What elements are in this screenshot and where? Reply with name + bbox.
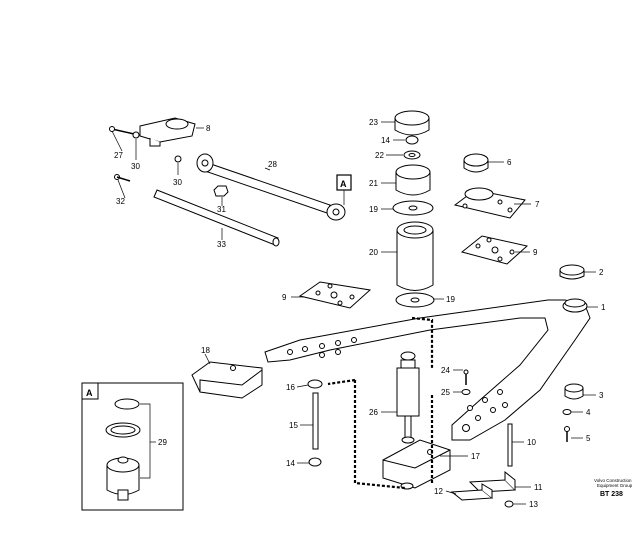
bracket-part-18[interactable]	[191, 361, 263, 399]
view-marker-a	[336, 174, 352, 205]
callout-17: 17	[471, 452, 480, 461]
rod-part-33[interactable]	[153, 189, 280, 247]
cap-part-6[interactable]	[463, 153, 489, 173]
bushing-part-2[interactable]	[559, 264, 585, 280]
callout-18: 18	[201, 346, 210, 355]
callout-14b: 14	[286, 459, 295, 468]
cap-part-23[interactable]	[394, 110, 430, 136]
washer-part-22[interactable]	[403, 150, 421, 160]
callout-33: 33	[217, 240, 226, 249]
callout-30b: 30	[173, 178, 182, 187]
callout-30a: 30	[131, 162, 140, 171]
part-21[interactable]	[395, 164, 431, 196]
shock-absorber-part-26[interactable]	[396, 351, 420, 444]
callout-3: 3	[599, 391, 604, 400]
callout-13: 13	[529, 500, 538, 509]
callout-7: 7	[535, 200, 540, 209]
view-marker-label: A	[340, 179, 347, 189]
plate-part-19b[interactable]	[395, 292, 435, 308]
detail-marker-label: A	[86, 388, 93, 398]
callout-4: 4	[586, 408, 591, 417]
bolt-part-24[interactable]	[463, 369, 469, 385]
callout-5: 5	[586, 434, 591, 443]
washer-part-4[interactable]	[562, 409, 572, 415]
callout-29: 29	[158, 438, 167, 447]
plate-part-9a[interactable]	[298, 281, 372, 309]
washer-part-25[interactable]	[461, 389, 471, 395]
callout-16: 16	[286, 383, 295, 392]
detail-box-a	[81, 382, 184, 511]
plate-part-9b[interactable]	[460, 235, 529, 265]
part-14-top[interactable]	[405, 135, 419, 145]
bracket-part-12[interactable]	[450, 483, 494, 501]
callout-9b: 9	[533, 248, 538, 257]
dashed-outline-left	[327, 378, 406, 490]
callout-12: 12	[434, 487, 443, 496]
callout-2: 2	[599, 268, 604, 277]
plate-part-19a[interactable]	[392, 200, 434, 216]
bracket-part-17[interactable]	[382, 439, 451, 489]
cylinder-part-20[interactable]	[396, 221, 434, 291]
bolt-part-5[interactable]	[564, 426, 570, 443]
callout-10: 10	[527, 438, 536, 447]
callout-20: 20	[369, 248, 378, 257]
mount-part-7[interactable]	[453, 187, 526, 219]
bracket-part-8[interactable]	[139, 117, 196, 147]
rod-part-28[interactable]	[196, 153, 346, 221]
callout-25: 25	[441, 388, 450, 397]
callout-14a: 14	[381, 136, 390, 145]
footer-line-2: Equipment Group	[597, 483, 633, 488]
callout-32: 32	[116, 197, 125, 206]
callout-1: 1	[601, 303, 606, 312]
callout-19b: 19	[446, 295, 455, 304]
callout-27: 27	[114, 151, 123, 160]
callout-15: 15	[289, 421, 298, 430]
pin-part-10[interactable]	[507, 423, 513, 467]
callout-19a: 19	[369, 205, 378, 214]
callout-6: 6	[507, 158, 512, 167]
callout-22: 22	[375, 151, 384, 160]
washer-part-30a[interactable]	[132, 131, 140, 139]
bushing-part-3[interactable]	[564, 383, 584, 400]
callout-11: 11	[534, 483, 543, 492]
washer-part-30b[interactable]	[174, 155, 182, 163]
callout-24: 24	[441, 366, 450, 375]
dashed-outline-right	[411, 316, 434, 483]
bushing-part-16[interactable]	[307, 379, 323, 389]
frame-part[interactable]	[264, 298, 591, 441]
footer-code: BT 238	[600, 491, 623, 498]
callout-21: 21	[369, 179, 378, 188]
bushing-part-14[interactable]	[308, 457, 322, 467]
pin-part-15[interactable]	[312, 392, 319, 450]
callout-8: 8	[206, 124, 211, 133]
bracket-part-11[interactable]	[468, 470, 517, 493]
callout-23: 23	[369, 118, 378, 127]
callout-9a: 9	[282, 293, 287, 302]
nut-part-31[interactable]	[213, 185, 229, 197]
footer-line-1: Volvo Construction	[594, 478, 632, 483]
callout-31: 31	[217, 205, 226, 214]
nut-part-13[interactable]	[504, 500, 514, 508]
leader-lines	[111, 121, 598, 505]
callout-28: 28	[268, 160, 277, 169]
bolt-part-32[interactable]	[114, 174, 131, 182]
callout-26: 26	[369, 408, 378, 417]
